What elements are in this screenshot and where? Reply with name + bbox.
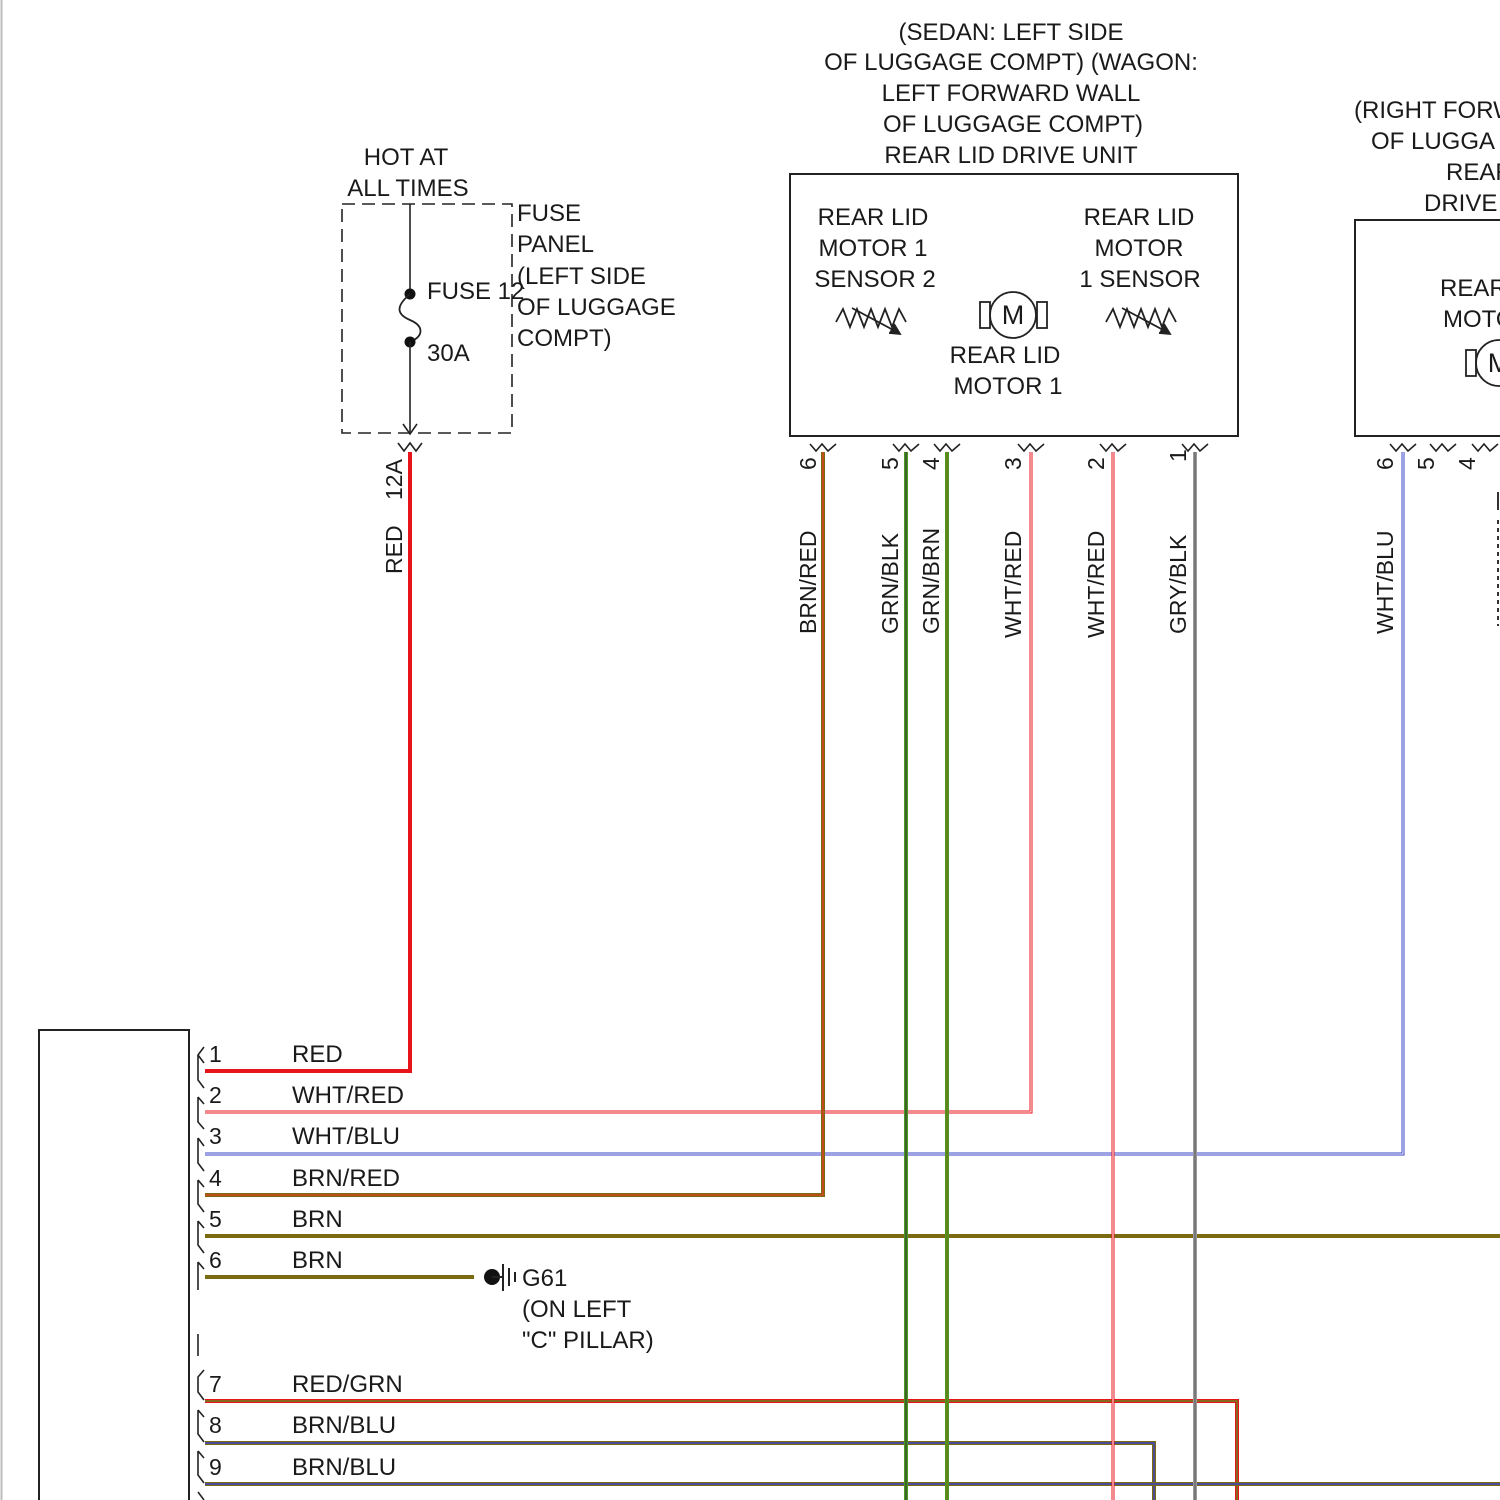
pin-4-number: 4 — [918, 457, 944, 470]
hot-at-all-times-label-2: ALL TIMES — [347, 175, 468, 202]
wire-wht-red-label-2: WHT/RED — [1083, 531, 1109, 638]
wire-red-fuse — [205, 452, 410, 1071]
module-box — [39, 1030, 189, 1500]
ground-location-1: (ON LEFT — [522, 1296, 632, 1323]
pin-2-number: 2 — [1083, 457, 1109, 470]
wire-red-label: RED — [381, 525, 407, 574]
module-pin-5: 5 — [209, 1206, 222, 1232]
wire-wht-blu-label: WHT/BLU — [1372, 531, 1398, 635]
module-wire-1: RED — [292, 1041, 343, 1068]
module-wire-9: BRN/BLU — [292, 1454, 396, 1481]
module-connector: 1 2 3 4 5 6 7 8 9 RED WHT/RED WHT/BLU BR… — [39, 1030, 404, 1500]
pin-5-number: 5 — [877, 457, 903, 470]
right-drive-unit: (RIGHT FORW OF LUGGA REAR DRIVE REAR MOT… — [1354, 97, 1500, 634]
module-pin-7: 7 — [209, 1371, 222, 1397]
fuse-panel-outline — [342, 204, 512, 433]
right-motor-label-2: MOTO — [1443, 306, 1500, 333]
terminal-12a-label: 12A — [381, 458, 407, 500]
right-motor-label-1: REAR — [1440, 275, 1500, 302]
fuse-icon — [400, 294, 421, 342]
module-pin-3: 3 — [209, 1123, 222, 1149]
module-pin-4: 4 — [209, 1165, 222, 1191]
module-pin-9: 9 — [209, 1454, 222, 1480]
drive-unit-location-3: LEFT FORWARD WALL — [882, 80, 1141, 107]
wire-grn-blk-label: GRN/BLK — [877, 532, 903, 634]
fuse-panel-label-3: (LEFT SIDE — [517, 263, 646, 290]
right-motor-icon: M — [1466, 340, 1500, 386]
hot-at-all-times-label-1: HOT AT — [364, 144, 449, 171]
fuse-panel-label-2: PANEL — [517, 231, 594, 258]
right-pin-5-number: 5 — [1413, 457, 1439, 470]
left-drive-unit: (SEDAN: LEFT SIDE OF LUGGAGE COMPT) (WAG… — [790, 19, 1238, 638]
pin-6-number: 6 — [795, 457, 821, 470]
motor-1-icon: M — [980, 292, 1047, 338]
module-pin-6: 6 — [209, 1247, 222, 1273]
module-wire-3: WHT/BLU — [292, 1123, 400, 1150]
sensor1-label-3: 1 SENSOR — [1079, 266, 1200, 293]
sensor2-label-1: REAR LID — [818, 204, 929, 231]
fuse-panel-label-4: OF LUGGAGE — [517, 294, 676, 321]
module-pin-2: 2 — [209, 1082, 222, 1108]
fuse-rating: 30A — [427, 340, 470, 367]
right-motor-symbol: M — [1488, 348, 1500, 378]
motor-1-label-1: REAR LID — [950, 342, 1061, 369]
module-wire-4: BRN/RED — [292, 1165, 400, 1192]
drive-unit-title: REAR LID DRIVE UNIT — [884, 142, 1138, 169]
ground-icon — [492, 1264, 515, 1291]
sensor2-label-2: MOTOR 1 — [819, 235, 928, 262]
sensor-1-icon — [1106, 308, 1176, 334]
pin-1-number: 1 — [1165, 449, 1191, 462]
connector-12a-icon — [398, 443, 422, 451]
sensor1-label-2: MOTOR — [1095, 235, 1184, 262]
wire-gry-blk-label: GRY/BLK — [1165, 534, 1191, 634]
sensor-2-icon — [836, 308, 906, 334]
motor-1-label-2: MOTOR 1 — [954, 373, 1063, 400]
sensor1-label-1: REAR LID — [1084, 204, 1195, 231]
right-pin-4-number: 4 — [1454, 457, 1480, 470]
right-unit-location-2: OF LUGGA — [1371, 128, 1495, 155]
motor-1-symbol: M — [1002, 300, 1025, 330]
drive-unit-location-2: OF LUGGAGE COMPT) (WAGON: — [824, 49, 1198, 76]
module-wire-2: WHT/RED — [292, 1082, 404, 1109]
right-unit-location-3: REAR — [1446, 159, 1500, 186]
module-pin-1: 1 — [209, 1041, 222, 1067]
ground-g61: G61 (ON LEFT "C" PILLAR) — [484, 1264, 654, 1354]
ground-id: G61 — [522, 1265, 567, 1292]
module-pin-8: 8 — [209, 1412, 222, 1438]
right-pin-6-number: 6 — [1372, 457, 1398, 470]
pin-3-number: 3 — [1000, 457, 1026, 470]
fuse-panel-label-1: FUSE — [517, 200, 581, 227]
wire-brn-red-label: BRN/RED — [795, 530, 821, 634]
module-wire-8: BRN/BLU — [292, 1412, 396, 1439]
module-pin-icons — [198, 1047, 204, 1500]
sensor2-label-3: SENSOR 2 — [814, 266, 935, 293]
module-wire-6: BRN — [292, 1247, 343, 1274]
drive-unit-location-1: (SEDAN: LEFT SIDE — [899, 19, 1124, 46]
ground-location-2: "C" PILLAR) — [522, 1327, 654, 1354]
module-wire-5: BRN — [292, 1206, 343, 1233]
drive-unit-location-4: OF LUGGAGE COMPT) — [883, 111, 1143, 138]
wire-grn-brn-label: GRN/BRN — [918, 528, 944, 634]
right-unit-location-4: DRIVE — [1424, 190, 1497, 217]
right-unit-location-1: (RIGHT FORW — [1354, 97, 1500, 124]
fuse-panel: HOT AT ALL TIMES FUSE 12 30A FUSE PANEL … — [342, 144, 676, 574]
wires — [205, 452, 1500, 1500]
module-wire-7: RED/GRN — [292, 1371, 403, 1398]
right-unit-connector-icons — [1390, 444, 1498, 451]
wire-wht-red-label-3: WHT/RED — [1000, 531, 1026, 638]
drive-unit-connector-icons — [810, 444, 1208, 451]
fuse-panel-label-5: COMPT) — [517, 325, 612, 352]
fuse-label: FUSE 12 — [427, 278, 524, 305]
